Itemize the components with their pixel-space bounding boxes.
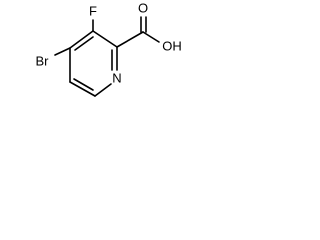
bond-c4-c3 — [69, 30, 94, 49]
bond-c6-c5-inner — [73, 78, 94, 91]
bromine-label: Br — [36, 54, 50, 69]
bond-c3-c2 — [92, 30, 118, 48]
hydroxyl-label: OH — [162, 39, 182, 54]
bond-c4-c3-inner — [74, 36, 94, 51]
bond-carboxyl-oh — [142, 31, 160, 43]
chemical-structure: F Br N O OH — [36, 1, 182, 97]
bond-c4-br — [54, 47, 71, 56]
bond-c6-c5 — [69, 81, 96, 97]
ring-nitrogen-label: N — [112, 71, 121, 86]
bond-c2-carboxyl — [116, 31, 144, 48]
carbonyl-oxygen-label: O — [138, 1, 148, 16]
bond-n1-c6 — [94, 83, 112, 97]
fluorine-label: F — [89, 4, 97, 19]
